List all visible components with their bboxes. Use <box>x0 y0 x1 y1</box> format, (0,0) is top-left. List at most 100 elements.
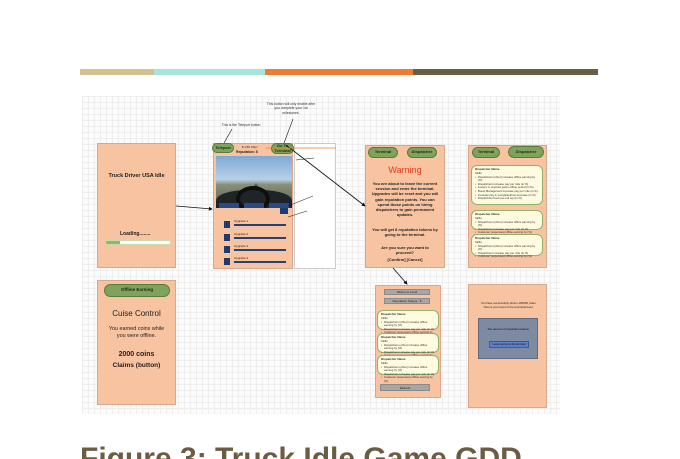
teleport-button[interactable]: Teleport <box>212 143 234 153</box>
loading-progress-bar <box>105 240 171 245</box>
upgrade-bar <box>234 249 286 251</box>
milestone-screen: You have successfully driven 100000 mile… <box>468 284 547 408</box>
dispatcher-name: Dispatcher Name <box>475 236 500 240</box>
return-to-level-button[interactable]: Return to Level <box>384 289 430 295</box>
warning-body: You are about to leave the current sessi… <box>371 181 439 218</box>
figure-title: Figure 3: Truck Idle Game GDD <box>80 442 522 459</box>
offline-earning-screen: Cuise Control You earned coins while you… <box>97 280 176 405</box>
dispatcher-skills: Skills: <box>475 239 483 244</box>
stripe-segment-2 <box>154 69 265 75</box>
skill-line: Dispatchers (other) increase offline ear… <box>475 220 539 228</box>
dispatcher-card[interactable]: Dispatcher Name Skills: Dispatchers (oth… <box>471 210 543 235</box>
skill-line: Dispatchers book per-toll rep (in %) <box>475 197 539 201</box>
warning-choices[interactable]: [Confirm] [Cancel] <box>387 257 423 262</box>
hire-panel-icon[interactable] <box>280 208 288 214</box>
dispatcher-card[interactable]: Dispatcher Name Skills: Dispatchers (oth… <box>471 234 543 259</box>
upgrade-bar <box>234 224 286 226</box>
loading-progress-fill <box>106 241 121 244</box>
skill-line: Customer (expenses) offline earning by (… <box>475 231 539 235</box>
warning-to-terminal-arrow <box>392 267 408 285</box>
skill-line: Dispatchers (other) increase offline ear… <box>381 343 435 351</box>
terminal-dispatcher-card[interactable]: Dispatcher Name Skills: Dispatchers (oth… <box>377 355 439 383</box>
tab-dispatcher[interactable]: Dispatcher <box>508 146 544 158</box>
terminal-note-line <box>283 118 294 144</box>
milestone-message: You have successfully driven 100000 mile… <box>480 301 537 309</box>
warning-heading: Warning <box>388 165 422 175</box>
upgrade-note-line <box>287 210 308 218</box>
control-button-1[interactable] <box>219 203 239 208</box>
loading-screen: Truck Driver USA Idle Loading........ <box>97 143 176 268</box>
upgrade-label: Upgrade 3 <box>234 244 249 248</box>
dispatcher-skills: Skills: <box>381 315 389 320</box>
skill-line: Dispatchers (other) increase offline ear… <box>381 320 435 328</box>
dispatcher-skills: Skills: <box>475 170 483 175</box>
teleport-button-note: This is the Teleport button <box>221 123 261 127</box>
upgrade-row-2[interactable]: Upgrade 2 <box>224 232 286 242</box>
tab-terminal[interactable]: Terminal <box>368 147 398 158</box>
dispatcher-name: Dispatcher Name <box>475 167 500 171</box>
skill-line: Dispatchers (other) increase offline ear… <box>475 244 539 252</box>
reputation-tokens-button[interactable]: Reputation Tokens : 8 <box>384 298 430 304</box>
warning-question: Are you sure you want to proceed? <box>381 245 429 256</box>
tab-dispatcher[interactable]: Dispatcher <box>407 147 437 158</box>
terminal-to-warning-arrow <box>285 144 366 207</box>
upgrade-row-4[interactable]: Upgrade 4 <box>224 256 286 266</box>
skill-line: Customer (expenses) offline earning by (… <box>475 255 539 259</box>
offline-body: You earned coins while you were offline. <box>108 326 165 340</box>
upgrade-row-3[interactable]: Upgrade 3 <box>224 244 286 254</box>
upgrade-label: Upgrade 4 <box>234 256 249 260</box>
game-viewport <box>216 156 292 208</box>
stripe-segment-1 <box>80 69 154 75</box>
coins-readout: $ 1.5K 10km <box>242 145 258 149</box>
upgrade-label: Upgrade 1 <box>234 219 249 223</box>
annotation-panel <box>294 143 336 269</box>
dispatcher-name: Dispatcher Name <box>475 212 500 216</box>
terminal-button-note: This button will only enable after you c… <box>266 102 316 115</box>
dispatcher-card[interactable]: Dispatcher Name Skills: Dispatchers (oth… <box>471 165 543 205</box>
game-title: Truck Driver USA Idle <box>108 173 165 179</box>
control-button-2[interactable] <box>244 203 264 208</box>
loading-label: Loading........ <box>120 231 151 237</box>
dispatcher-skills: Skills: <box>475 215 483 220</box>
upgrade-icon <box>224 234 230 241</box>
stripe-segment-4 <box>413 69 598 75</box>
main-screen: $ 1.5K 10km Reputation: 8 <box>213 143 293 269</box>
reputation-readout: Reputation: 8 <box>236 150 258 154</box>
teleport-note-line <box>223 128 233 144</box>
dispatcher-name: Dispatcher Name <box>381 312 406 316</box>
terminal-dispatcher-card[interactable]: Dispatcher Name Skills: Dispatchers (oth… <box>377 310 439 338</box>
offline-title: Cuise Control <box>112 309 161 318</box>
warning-reputation-text: You will get 8 reputation tokens by goin… <box>372 227 438 238</box>
milestone-box-label: The amount of reputation tokens <box>487 327 529 331</box>
loading-to-main-arrow <box>175 205 213 211</box>
skill-line: Dispatchers (other) increase offline ear… <box>475 175 539 183</box>
refresh-button[interactable]: Refresh <box>380 384 430 391</box>
stripe-segment-3 <box>265 69 413 75</box>
steering-wheel-icon <box>236 186 270 208</box>
hire-icon-note-line <box>287 195 314 207</box>
skill-line: Boost Management increase pay per mile (… <box>475 189 539 194</box>
tab-terminal[interactable]: Terminal <box>472 147 500 158</box>
warning-screen: Warning You are about to leave the curre… <box>365 145 445 268</box>
upgrade-row-1[interactable]: Upgrade 1 <box>224 219 286 229</box>
upgrade-icon <box>224 246 230 253</box>
offline-amount: 2000 coins <box>118 351 155 358</box>
offline-earning-header: Offline Earning <box>104 284 170 297</box>
dispatcher-name: Dispatcher Name <box>381 357 406 361</box>
skill-line: Customer (expenses) offline earning by (… <box>381 376 435 383</box>
dispatcher-name: Dispatcher Name <box>381 335 406 339</box>
upgrade-bar <box>234 237 286 239</box>
upgrade-icon <box>224 258 230 265</box>
skill-line: Dispatchers (other) increase offline ear… <box>381 365 435 373</box>
upgrade-icon <box>224 221 230 228</box>
leave-to-terminal-button[interactable]: Leave and go to the terminal <box>489 341 529 348</box>
milestone-box: The amount of reputation tokens Leave an… <box>478 318 538 359</box>
control-button-3[interactable] <box>269 203 289 208</box>
go-to-terminal-button[interactable]: Go To Terminal <box>271 143 294 154</box>
dispatcher-skills: Skills: <box>381 338 389 343</box>
claim-button[interactable]: Claims (button) <box>112 362 161 369</box>
upgrade-bar <box>234 261 286 263</box>
dispatcher-skills: Skills: <box>381 360 389 365</box>
hiring-note-line <box>295 157 315 161</box>
